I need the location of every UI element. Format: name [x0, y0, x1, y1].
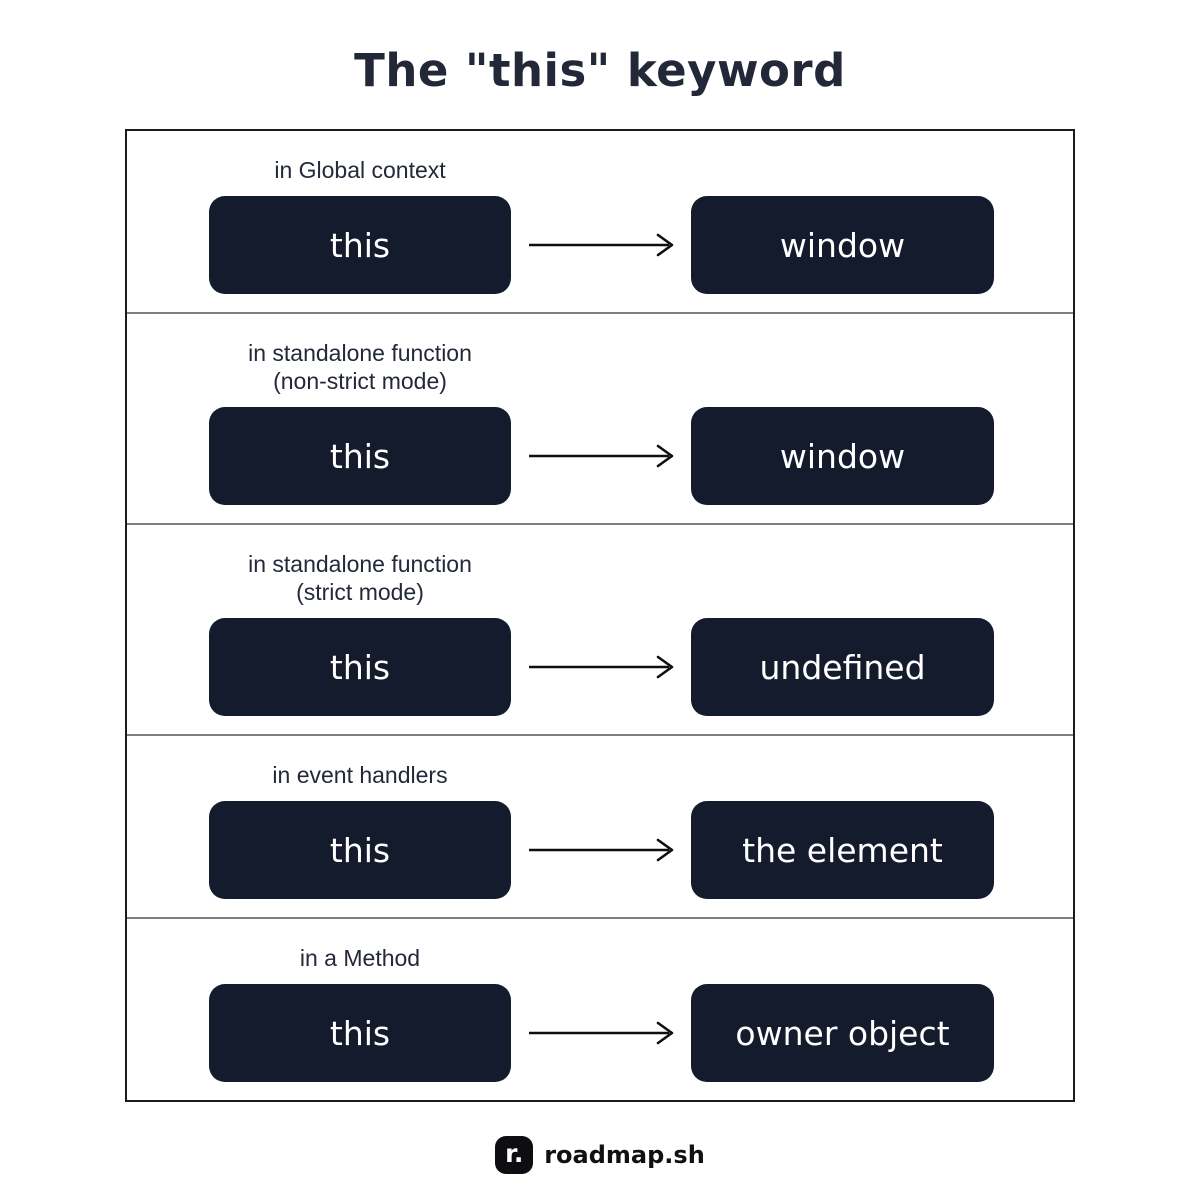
row-standalone-strict: in standalone function (strict mode) thi…: [127, 523, 1073, 734]
this-box: this: [209, 196, 511, 294]
result-box: window: [691, 407, 994, 505]
row-standalone-non-strict: in standalone function (non-strict mode)…: [127, 312, 1073, 523]
result-box: owner object: [691, 984, 994, 1082]
roadmap-logo-icon: r.: [495, 1136, 534, 1174]
context-label: in standalone function (strict mode): [248, 551, 472, 605]
this-box: this: [209, 984, 511, 1082]
brand-name: roadmap.sh: [544, 1141, 705, 1169]
result-box: window: [691, 196, 994, 294]
footer-brand: r. roadmap.sh: [0, 1136, 1200, 1174]
this-box: this: [209, 618, 511, 716]
diagram-panel: in Global context this window in standal…: [125, 129, 1075, 1102]
row-global-context: in Global context this window: [127, 131, 1073, 312]
row-method: in a Method this owner object: [127, 917, 1073, 1100]
context-label: in Global context: [274, 157, 446, 183]
arrow-right-icon: [511, 654, 691, 680]
arrow-right-icon: [511, 443, 691, 469]
arrow-right-icon: [511, 232, 691, 258]
context-label: in a Method: [299, 945, 421, 971]
this-box: this: [209, 801, 511, 899]
this-box: this: [209, 407, 511, 505]
arrow-right-icon: [511, 837, 691, 863]
context-label: in standalone function (non-strict mode): [248, 340, 472, 394]
result-box: the element: [691, 801, 994, 899]
row-event-handlers: in event handlers this the element: [127, 734, 1073, 917]
result-box: undefined: [691, 618, 994, 716]
arrow-right-icon: [511, 1020, 691, 1046]
page-title: The "this" keyword: [354, 44, 846, 97]
context-label: in event handlers: [272, 762, 448, 788]
